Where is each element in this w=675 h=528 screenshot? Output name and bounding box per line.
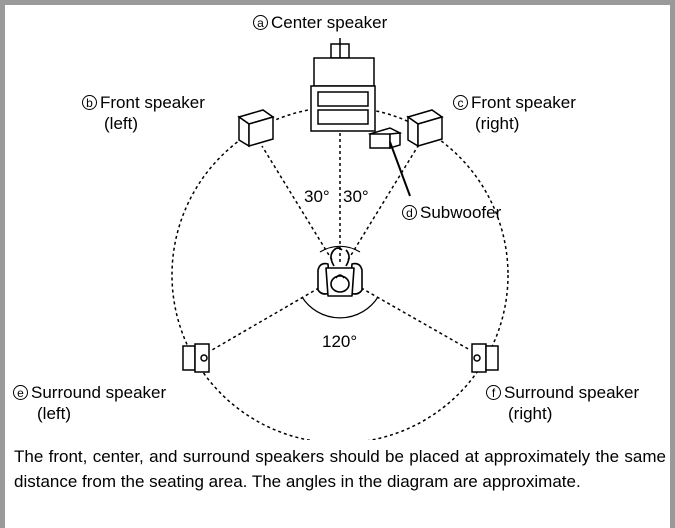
surround-angle-arc <box>301 296 379 319</box>
label-surround-right-sub: (right) <box>508 404 553 423</box>
guide-line-surround-left <box>211 284 325 351</box>
speaker-layout-diagram <box>171 38 509 440</box>
guide-line-front-right <box>347 145 419 261</box>
front-left-speaker-icon <box>237 109 275 148</box>
placement-circle <box>171 106 509 440</box>
listener-icon <box>317 247 363 297</box>
guide-lines <box>211 132 471 351</box>
label-front-left-sub: (left) <box>104 114 138 133</box>
label-surround-left-text: Surround speaker <box>31 383 167 402</box>
surround-right-speaker-icon <box>471 343 499 373</box>
label-front-right-text: Front speaker <box>471 93 576 112</box>
marker-a: a <box>253 15 268 30</box>
marker-b: b <box>82 95 97 110</box>
marker-c: c <box>453 95 468 110</box>
label-front-left-text: Front speaker <box>100 93 205 112</box>
marker-d: d <box>402 205 417 220</box>
angle-front-right: 30° <box>343 187 369 206</box>
guide-line-front-left <box>261 145 333 261</box>
caption: The front, center, and surround speakers… <box>14 447 666 491</box>
label-surround-right-text: Surround speaker <box>504 383 640 402</box>
label-surround-left-sub: (left) <box>37 404 71 423</box>
center-speaker-icon <box>310 38 376 132</box>
label-front-right-sub: (right) <box>475 114 520 133</box>
front-right-speaker-icon <box>406 109 444 148</box>
angle-front-left: 30° <box>304 187 330 206</box>
front-angle-arc <box>319 245 361 253</box>
subwoofer-icon <box>367 127 403 150</box>
surround-left-speaker-icon <box>182 343 210 373</box>
label-subwoofer-text: Subwoofer <box>420 203 502 222</box>
marker-e: e <box>13 385 28 400</box>
marker-f: f <box>486 385 501 400</box>
label-center-speaker-text: Center speaker <box>271 13 388 32</box>
guide-line-surround-right <box>355 284 471 351</box>
angle-surround: 120° <box>322 332 358 351</box>
subwoofer-pointer <box>389 141 411 197</box>
